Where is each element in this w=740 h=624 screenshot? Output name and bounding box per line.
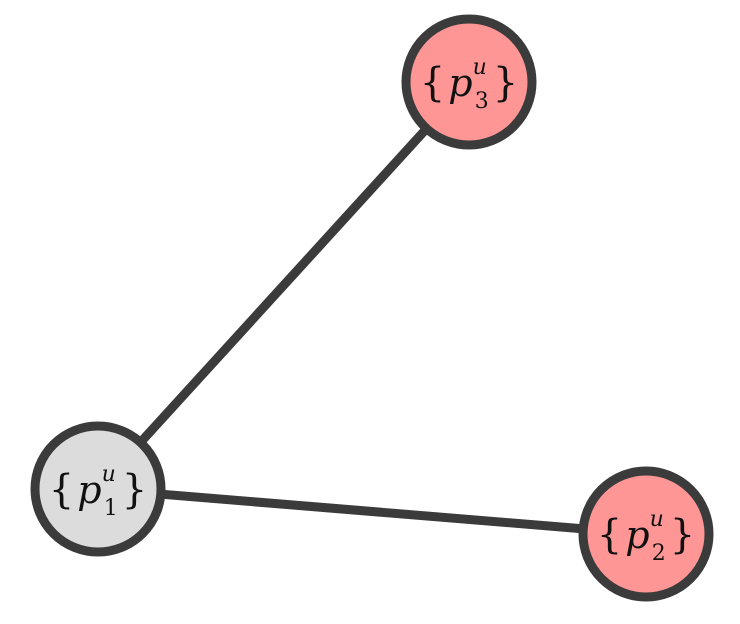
node-p2-circle <box>578 466 714 602</box>
edge-p1-p3 <box>93 77 474 494</box>
node-p3-circle <box>401 14 537 150</box>
node-p1-circle <box>30 421 166 557</box>
edge-p1-p2 <box>93 484 651 539</box>
